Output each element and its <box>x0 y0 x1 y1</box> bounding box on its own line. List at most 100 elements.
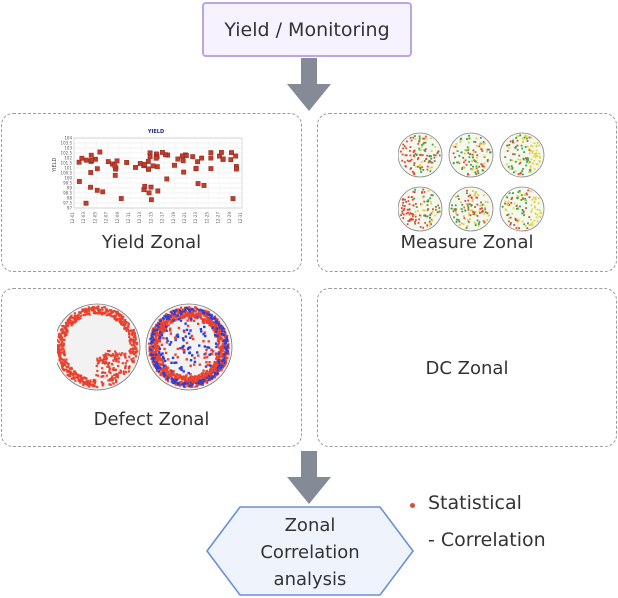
y-tick-label: 101.5 <box>61 161 73 166</box>
wafer-map-icon <box>398 132 443 178</box>
yield-point <box>147 154 153 160</box>
wafer-map-icon <box>499 186 545 232</box>
yield-point <box>233 153 239 159</box>
yield-point <box>100 189 106 195</box>
yield-point <box>146 166 151 172</box>
measure-wafer-maps <box>398 132 545 232</box>
yield-point <box>208 166 214 172</box>
yield-point <box>88 152 94 158</box>
yield-point <box>76 179 82 184</box>
x-tick-label: 12-07 <box>104 212 109 224</box>
yield-data-points <box>76 149 239 206</box>
yield-point <box>199 155 205 161</box>
y-tick-label: 99.5 <box>63 181 72 186</box>
yield-point <box>164 176 170 182</box>
correlation-note: - Correlation <box>428 529 546 551</box>
yield-point <box>83 157 89 163</box>
statistical-note: Statistical <box>428 492 522 514</box>
yield-point <box>153 155 159 161</box>
down-arrow-icon <box>287 451 331 504</box>
defect-zonal-panel: Defect Zonal <box>1 288 302 447</box>
x-tick-label: 12-31 <box>238 212 243 224</box>
y-tick-label: 100 <box>64 176 72 181</box>
yield-point <box>230 196 236 202</box>
defect-wafer-maps <box>57 303 233 391</box>
yield-point <box>172 162 177 168</box>
yield-point <box>148 197 154 203</box>
yield-point <box>183 153 189 158</box>
x-tick-label: 12-13 <box>137 212 142 224</box>
y-tick-label: 97.5 <box>63 201 72 206</box>
yield-point <box>234 166 239 172</box>
yield-point <box>145 159 151 164</box>
yield-point <box>160 149 165 155</box>
yield-point <box>133 165 138 170</box>
yield-point <box>228 157 234 163</box>
yield-point <box>137 161 143 166</box>
yield-point <box>142 161 147 167</box>
yield-point <box>112 163 118 169</box>
y-tick-label: 103 <box>64 146 72 151</box>
x-tick-label: 12-01 <box>70 212 75 224</box>
y-tick-label: 100.5 <box>61 171 73 176</box>
yield-point <box>94 187 100 193</box>
hexagon-line-1: Zonal <box>284 515 336 536</box>
y-tick-labels: 104103.5103102.5102101.5101100.510099.59… <box>61 136 73 211</box>
yield-point <box>146 190 152 196</box>
yield-zonal-label: Yield Zonal <box>101 232 202 253</box>
wafer-map-icon <box>448 186 494 232</box>
x-tick-label: 12-09 <box>115 212 120 224</box>
yield-point <box>220 156 226 162</box>
chart-title: YIELD <box>147 129 164 135</box>
yield-scatter-chart: 104103.5103102.5102101.5101100.510099.59… <box>52 129 243 224</box>
measure-zonal-panel: Measure Zonal <box>317 113 617 272</box>
wafer-map-icon <box>145 303 233 391</box>
x-tick-label: 12-21 <box>182 212 187 224</box>
measure-zonal-label: Measure Zonal <box>400 232 534 253</box>
y-tick-label: 104 <box>64 136 72 141</box>
x-tick-label: 12-25 <box>204 212 209 224</box>
yield-point <box>142 183 148 189</box>
y-tick-label: 101 <box>64 166 72 171</box>
zonal-correlation-label: Zonal Correlation analysis <box>255 512 365 593</box>
yield-point <box>208 150 214 156</box>
wafer-map-icon <box>398 186 443 232</box>
yield-point <box>94 166 100 172</box>
wafer-map-icon <box>448 132 494 178</box>
wafer-map-icon <box>499 132 545 178</box>
bullet-icon <box>410 503 415 508</box>
yield-point <box>105 159 111 165</box>
yield-point <box>208 155 214 161</box>
yield-monitoring-box: Yield / Monitoring <box>202 2 412 57</box>
yield-point <box>150 163 156 169</box>
dc-zonal-panel: DC Zonal <box>317 288 617 447</box>
yield-point <box>229 150 234 156</box>
yield-point <box>76 159 82 165</box>
yield-point <box>89 158 95 163</box>
y-tick-label: 99 <box>67 186 73 191</box>
x-tick-label: 12-15 <box>148 212 153 224</box>
x-tick-label: 12-19 <box>171 212 176 224</box>
yield-point <box>154 164 160 170</box>
x-tick-label: 12-17 <box>160 212 165 224</box>
y-axis-label: YIELD <box>52 158 58 173</box>
yield-point <box>181 169 187 175</box>
yield-point <box>97 149 103 155</box>
yield-point <box>112 172 118 178</box>
yield-point <box>83 200 89 206</box>
yield-point <box>195 181 201 186</box>
y-tick-label: 102 <box>64 156 72 161</box>
yield-point <box>124 160 130 165</box>
dc-zonal-label: DC Zonal <box>425 358 509 379</box>
yield-point <box>88 170 94 175</box>
yield-point <box>201 182 207 188</box>
zonal-correlation-hexagon <box>206 506 414 596</box>
y-tick-label: 102.5 <box>61 151 73 156</box>
yield-monitoring-label: Yield / Monitoring <box>224 18 390 41</box>
y-tick-label: 103.5 <box>61 141 73 146</box>
y-tick-label: 98.5 <box>63 191 72 196</box>
yield-point <box>193 165 199 171</box>
y-tick-label: 98 <box>67 196 73 201</box>
